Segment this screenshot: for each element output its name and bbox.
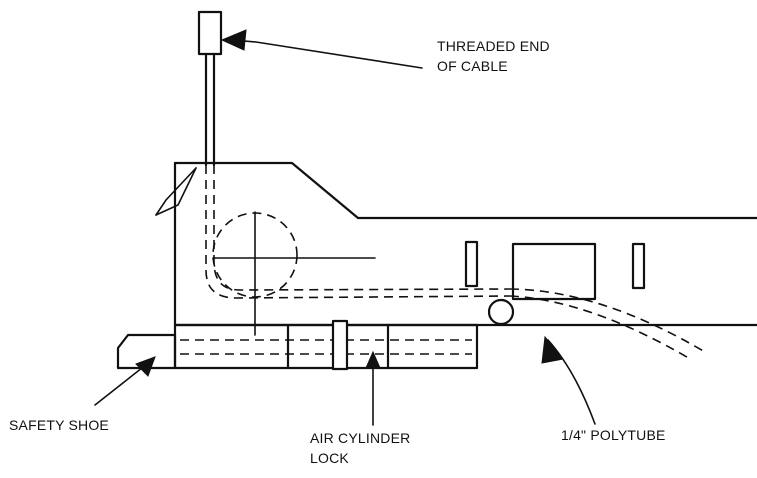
housing-bracket [155,167,197,216]
polytube-roller [487,298,515,326]
label-polytube-text: 1/4" POLYTUBE [561,427,666,443]
label-threaded-end-line1: THREADED END [437,38,550,54]
label-polytube: 1/4" POLYTUBE [561,425,666,445]
leader-threaded-end [220,29,423,69]
housing-windows [464,240,646,301]
label-air-cylinder-lock: AIR CYLINDER LOCK [310,428,410,468]
leader-safety-shoe [94,356,156,406]
label-safety-shoe: SAFETY SHOE [9,415,109,435]
label-threaded-end: THREADED END OF CABLE [437,36,550,76]
label-air-cylinder-line2: LOCK [310,450,349,466]
label-air-cylinder-line1: AIR CYLINDER [310,430,411,446]
pulley [212,211,376,336]
label-threaded-end-line2: OF CABLE [437,58,508,74]
cable-path [205,165,706,361]
label-safety-shoe-text: SAFETY SHOE [9,417,109,433]
threaded-cable-end [197,10,223,167]
leader-air-cylinder [365,350,381,426]
air-cylinder [173,319,479,371]
leader-polytube [541,335,596,425]
